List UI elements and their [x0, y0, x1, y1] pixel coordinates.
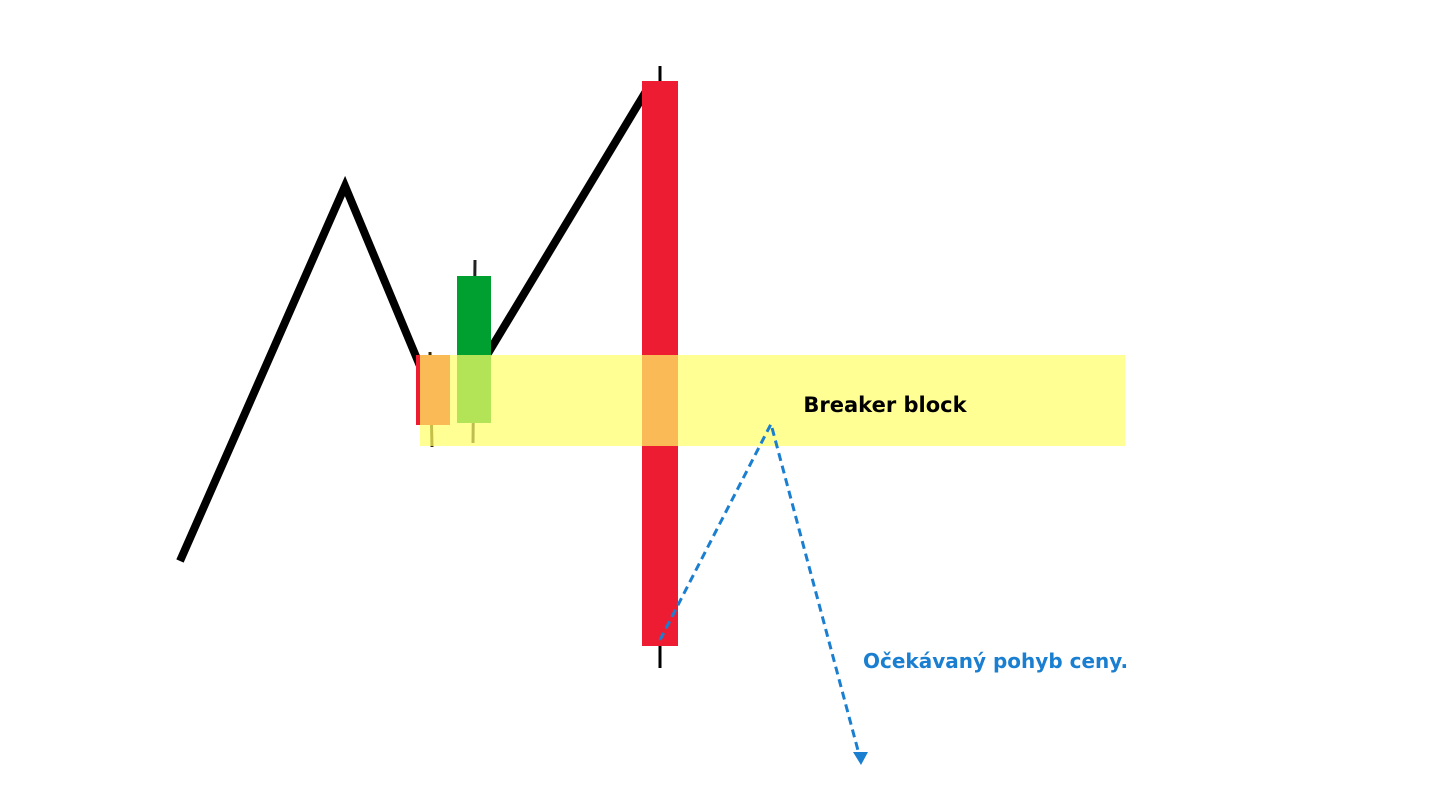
price-swing-line: [176, 175, 424, 563]
expected-move-path: [658, 419, 862, 759]
expected-move-label: Očekávaný pohyb ceny.: [863, 649, 1128, 673]
price-rally-line: [480, 85, 652, 363]
breaker-block-label: Breaker block: [803, 393, 967, 417]
arrow-head-icon: [853, 752, 868, 765]
